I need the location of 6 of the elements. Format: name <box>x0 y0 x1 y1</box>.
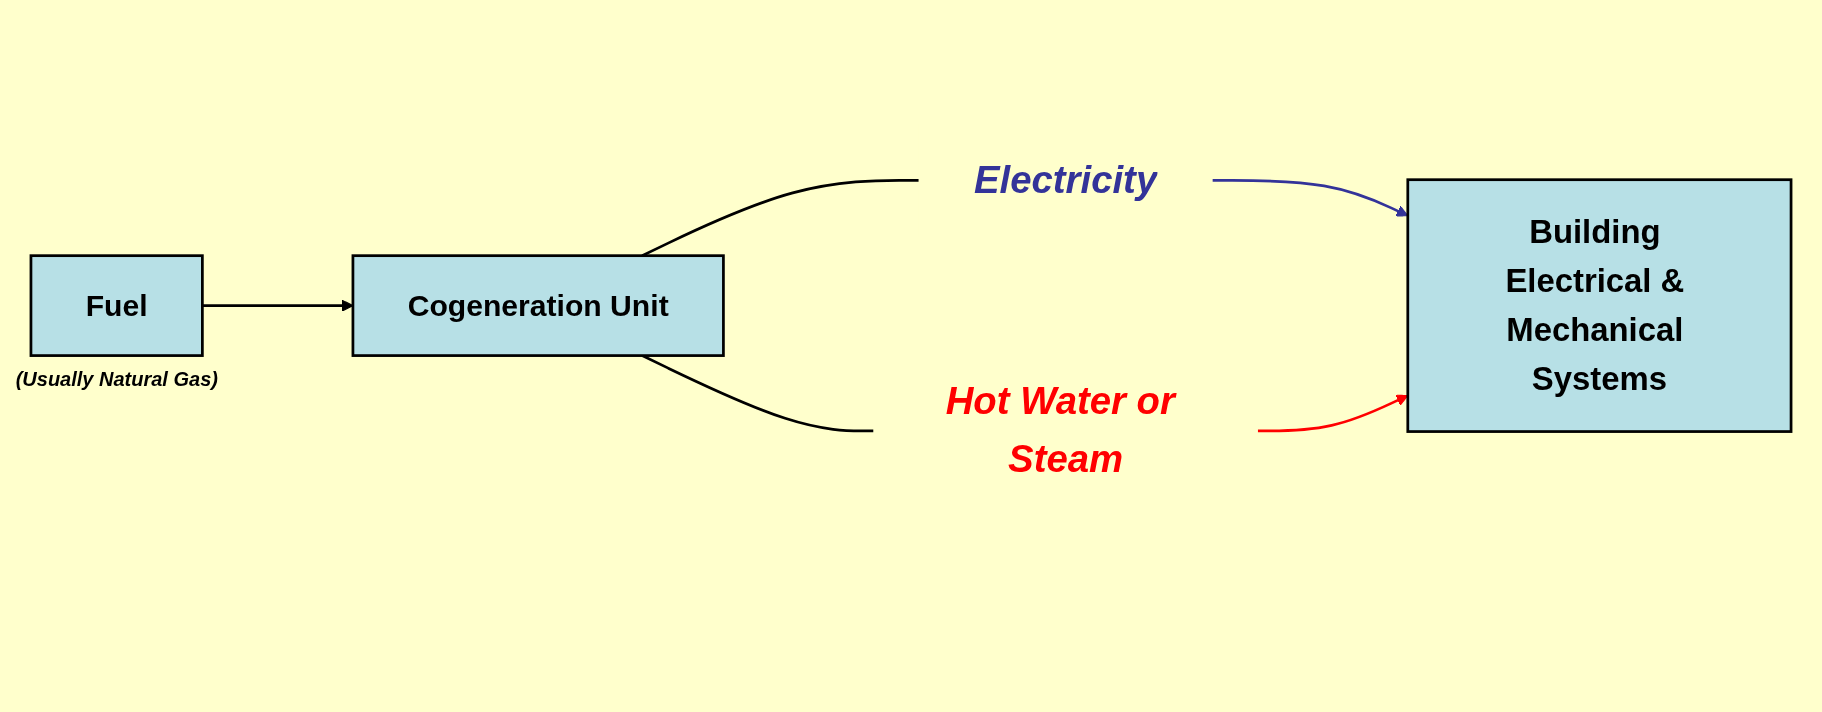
node-text: Hot Water or Steam <box>945 380 1175 481</box>
node-box: Cogeneration Unit <box>351 254 725 357</box>
node-text: Electricity <box>974 158 1158 201</box>
node-box: Fuel <box>29 254 204 357</box>
node-caption: (Usually Natural Gas) <box>15 367 218 391</box>
node-box: Building Electrical & Mechanical Systems <box>1406 178 1793 433</box>
